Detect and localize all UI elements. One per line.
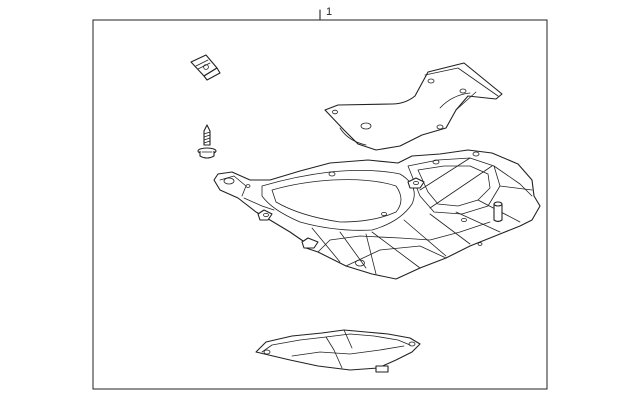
callout-1: 1 <box>319 6 332 21</box>
lower-deflector <box>255 329 421 373</box>
diagram-frame <box>92 19 548 390</box>
bolt <box>197 124 217 159</box>
main-under-cover <box>213 149 541 280</box>
callout-label: 1 <box>326 6 332 18</box>
retainer-clip <box>190 54 221 81</box>
upper-cover-panel <box>324 62 503 151</box>
